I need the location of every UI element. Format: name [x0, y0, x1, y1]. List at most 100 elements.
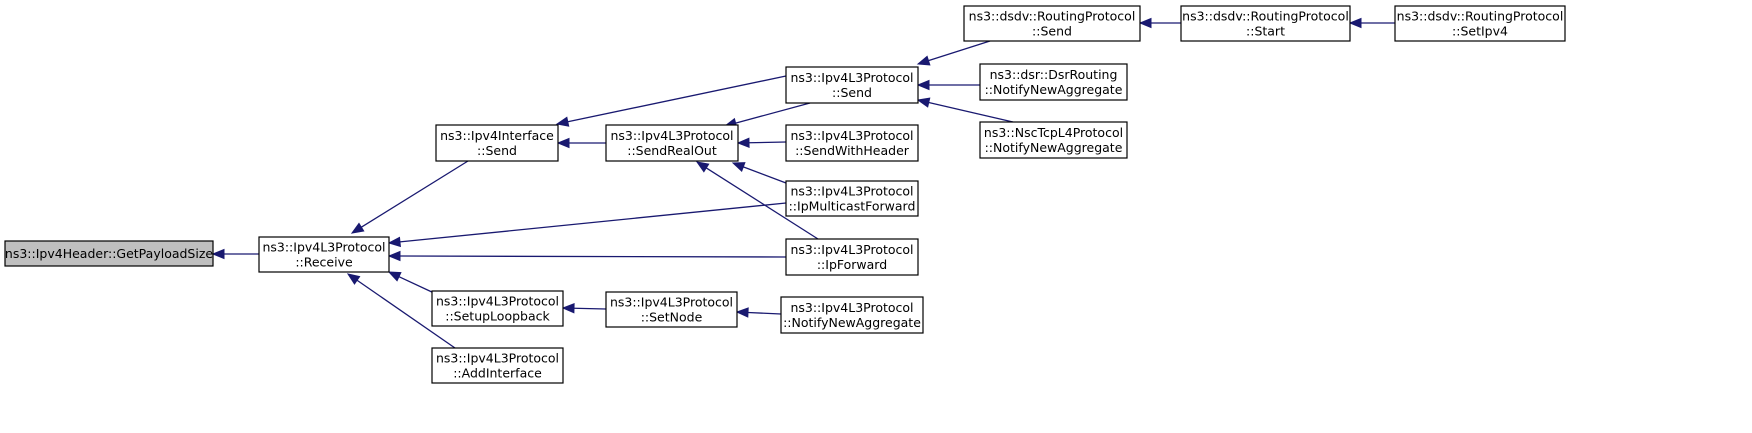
edge-setup-loopback-to-receive [387, 271, 435, 294]
arrowhead-icon [916, 97, 931, 108]
node-send-with-header[interactable]: ns3::Ipv4L3Protocol::SendWithHeader [785, 124, 919, 162]
node-label-namespace: ns3::NscTcpL4Protocol [984, 125, 1123, 140]
node-add-interface[interactable]: ns3::Ipv4L3Protocol::AddInterface [431, 347, 564, 384]
edge-dsdv-start-to-dsdv-send [1138, 17, 1181, 29]
arrowhead-icon [1348, 17, 1362, 29]
node-setup-loopback[interactable]: ns3::Ipv4L3Protocol::SetupLoopback [431, 290, 564, 327]
arrowhead-icon [211, 248, 225, 260]
node-box [431, 290, 564, 327]
node-box [979, 121, 1128, 159]
node-label-namespace: ns3::Ipv4L3Protocol [262, 240, 385, 255]
edges-layer [211, 17, 1395, 349]
node-label-namespace: ns3::Ipv4L3Protocol [436, 351, 559, 366]
edge-receive-to-root [211, 248, 259, 260]
node-dsdv-send[interactable]: ns3::dsdv::RoutingProtocol::Send [963, 5, 1141, 42]
edge-ip-multicast-forward-to-send-real-out [731, 162, 787, 184]
edge-ip-forward-to-receive [387, 250, 787, 262]
node-box [785, 124, 919, 162]
node-box [435, 124, 559, 162]
node-label-method: ::SetupLoopback [445, 309, 550, 324]
node-dsdv-setipv4[interactable]: ns3::dsdv::RoutingProtocol::SetIpv4 [1394, 5, 1566, 42]
edge-dsr-notify-to-l3-send [916, 79, 980, 91]
edge-line [743, 166, 787, 184]
node-dsdv-start[interactable]: ns3::dsdv::RoutingProtocol::Start [1180, 5, 1351, 42]
node-label-method: ::NotifyNewAggregate [985, 82, 1123, 97]
edge-l3-notify-new-aggregate-to-set-node [735, 307, 782, 318]
node-label-method: ::Start [1246, 24, 1285, 39]
edge-dsdv-send-to-l3-send [916, 40, 991, 66]
node-box [785, 66, 919, 104]
node-label-method: ::SendRealOut [627, 143, 717, 158]
node-box [605, 291, 738, 328]
node-label-namespace: ns3::dsdv::RoutingProtocol [1397, 9, 1564, 24]
node-box [785, 180, 919, 217]
edge-add-interface-to-receive [346, 273, 456, 349]
node-box [780, 296, 924, 334]
node-label-namespace: ns3::Ipv4L3Protocol [790, 184, 913, 199]
node-label-method: ::SetIpv4 [1452, 24, 1508, 39]
node-receive[interactable]: ns3::Ipv4L3Protocol::Receive [258, 236, 390, 273]
node-box [258, 236, 390, 273]
edge-dsdv-setipv4-to-dsdv-start [1348, 17, 1395, 29]
arrowhead-icon [556, 137, 570, 149]
edge-iface-send-to-receive [350, 160, 469, 234]
node-ip-forward[interactable]: ns3::Ipv4L3Protocol::IpForward [785, 238, 919, 276]
node-label-namespace: ns3::dsdv::RoutingProtocol [969, 9, 1136, 24]
node-label-method: ::Send [1032, 24, 1072, 39]
node-label-namespace: ns3::Ipv4Header::GetPayloadSize [5, 246, 213, 261]
node-box [963, 5, 1141, 42]
edge-line [735, 102, 811, 124]
edge-line [705, 167, 819, 240]
arrowhead-icon [387, 250, 401, 262]
edge-l3-send-to-iface-send [555, 75, 787, 127]
node-label-method: ::SendWithHeader [795, 143, 910, 158]
node-box [4, 240, 214, 267]
node-label-method: ::Receive [295, 255, 353, 270]
edge-line [356, 279, 456, 349]
node-box [605, 124, 739, 162]
node-box [1394, 5, 1566, 42]
arrowhead-icon [695, 161, 710, 173]
node-nsc-notify[interactable]: ns3::NscTcpL4Protocol::NotifyNewAggregat… [979, 121, 1128, 159]
edge-line [399, 202, 787, 243]
edge-l3-send-to-send-real-out [723, 102, 811, 129]
edge-line [399, 255, 787, 258]
node-label-namespace: ns3::Ipv4L3Protocol [790, 128, 913, 143]
edge-line [398, 276, 435, 294]
node-set-node[interactable]: ns3::Ipv4L3Protocol::SetNode [605, 291, 738, 328]
edge-ip-multicast-forward-to-receive [387, 202, 787, 248]
arrowhead-icon [561, 303, 575, 314]
edge-line [928, 40, 991, 62]
node-ip-multicast-forward[interactable]: ns3::Ipv4L3Protocol::IpMulticastForward [785, 180, 919, 217]
node-label-method: ::AddInterface [453, 366, 542, 381]
node-label-namespace: ns3::dsdv::RoutingProtocol [1182, 9, 1349, 24]
edge-set-node-to-setup-loopback [561, 303, 607, 314]
arrowhead-icon [736, 137, 750, 149]
edge-line [567, 75, 787, 123]
node-send-real-out[interactable]: ns3::Ipv4L3Protocol::SendRealOut [605, 124, 739, 162]
edge-line [573, 307, 607, 310]
node-l3-send[interactable]: ns3::Ipv4L3Protocol::Send [785, 66, 919, 104]
edge-line [748, 141, 787, 144]
node-iface-send[interactable]: ns3::Ipv4Interface::Send [435, 124, 559, 162]
node-label-namespace: ns3::Ipv4L3Protocol [610, 128, 733, 143]
node-label-method: ::Send [832, 85, 872, 100]
arrowhead-icon [731, 162, 746, 172]
node-root[interactable]: ns3::Ipv4Header::GetPayloadSize [4, 240, 214, 267]
edge-send-real-out-to-iface-send [556, 137, 606, 149]
node-label-method: ::IpMulticastForward [789, 199, 916, 214]
arrowhead-icon [916, 79, 930, 91]
node-dsr-notify[interactable]: ns3::dsr::DsrRouting::NotifyNewAggregate [979, 63, 1128, 101]
node-l3-notify-new-aggregate[interactable]: ns3::Ipv4L3Protocol::NotifyNewAggregate [780, 296, 924, 334]
node-label-namespace: ns3::dsr::DsrRouting [990, 67, 1118, 82]
node-label-method: ::NotifyNewAggregate [783, 315, 921, 330]
arrowhead-icon [387, 236, 401, 248]
node-label-method: ::NotifyNewAggregate [985, 140, 1123, 155]
node-label-namespace: ns3::Ipv4L3Protocol [790, 70, 913, 85]
node-box [785, 238, 919, 276]
edge-nsc-notify-to-l3-send [916, 97, 1014, 123]
node-label-namespace: ns3::Ipv4L3Protocol [436, 294, 559, 309]
edge-line [928, 101, 1014, 123]
